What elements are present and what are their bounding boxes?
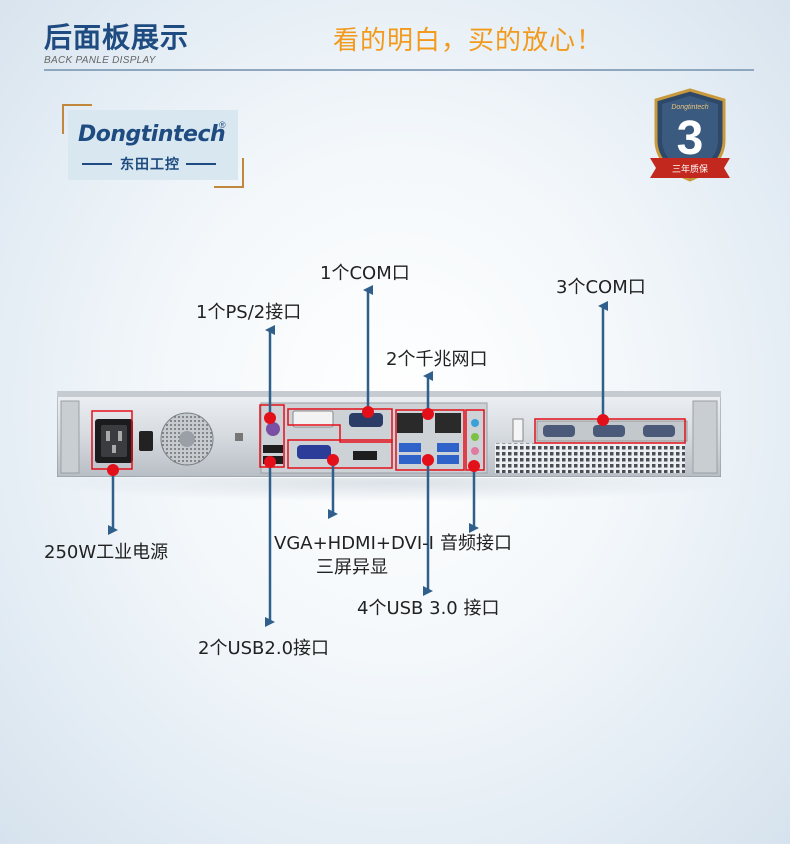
header-divider [44, 69, 754, 71]
slogan: 看的明白，买的放心！ [333, 26, 604, 56]
label-audio: 音频接口 [440, 533, 512, 554]
logo-brand-cn: 东田工控 [120, 156, 180, 172]
power-inlet [95, 419, 133, 463]
logo-dash-left [82, 163, 112, 165]
com-port-a [543, 425, 575, 437]
logo-brand-name: Dongtintech [78, 122, 226, 147]
badge-brand: Dongtintech [671, 104, 708, 111]
logo-corner-bottom-right [214, 158, 244, 188]
logo-corner-top-left [62, 104, 92, 134]
com-port-c [643, 425, 675, 437]
vga-port [297, 445, 331, 459]
fan-grill [160, 412, 214, 466]
logo-dash-right [186, 163, 216, 165]
logo-registered-mark: ® [219, 120, 226, 130]
com1-port [349, 413, 383, 427]
usb3-port-2 [399, 455, 421, 464]
lan-port-1 [397, 413, 423, 433]
server-rear-panel [57, 391, 721, 477]
label-com3: 3个COM口 [556, 277, 646, 298]
badge-number: 3 [677, 112, 704, 165]
power-switch [139, 431, 153, 451]
label-com1: 1个COM口 [320, 263, 410, 284]
vent-grill [495, 443, 685, 473]
device-shadow [40, 478, 740, 502]
label-ps2: 1个PS/2接口 [196, 302, 302, 323]
logo-background [68, 110, 238, 180]
usb3-port-3 [437, 443, 459, 452]
audio-jack-mic [471, 447, 479, 455]
lan-port-2 [435, 413, 461, 433]
usb2-port-top [263, 445, 283, 453]
audio-jack-line-in [471, 419, 479, 427]
com-port-b [593, 425, 625, 437]
label-video-line1: VGA+HDMI+DVI-I [274, 533, 434, 554]
usb3-port-1 [399, 443, 421, 452]
page-title: 后面板展示 [44, 21, 190, 54]
label-video-line2: 三屏异显 [316, 557, 388, 578]
label-lan: 2个千兆网口 [386, 349, 488, 370]
label-usb2: 2个USB2.0接口 [198, 638, 330, 659]
hdmi-port [353, 451, 377, 460]
dvi-port [292, 410, 334, 428]
warranty-shield-icon: Dongtintech 3 三年质保 [650, 88, 730, 182]
label-power: 250W工业电源 [44, 542, 169, 563]
usb2-port-bottom [263, 456, 283, 464]
ps2-port [266, 422, 280, 436]
badge-text: 三年质保 [672, 163, 708, 175]
usb3-port-4 [437, 455, 459, 464]
label-video: VGA+HDMI+DVI-I 三屏异显 [274, 532, 434, 580]
page-subtitle: BACK PANLE DISPLAY [44, 55, 156, 66]
audio-jack-line-out [471, 433, 479, 441]
label-usb3: 4个USB 3.0 接口 [357, 598, 500, 619]
